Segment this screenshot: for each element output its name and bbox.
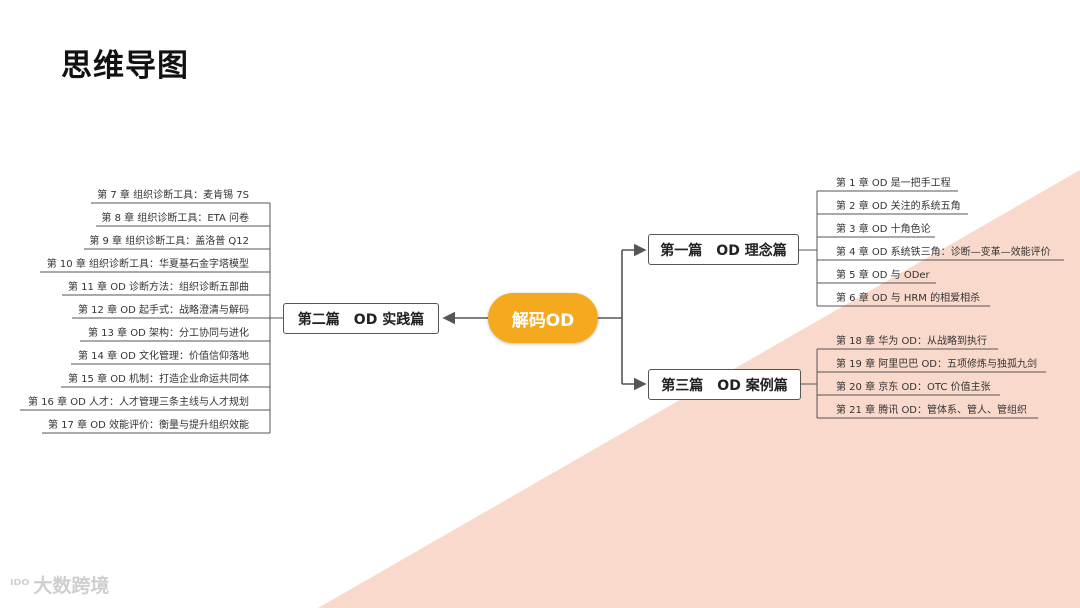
branch-part2: 第二篇 OD 实践篇	[283, 303, 439, 334]
chapter-14: 第 14 章 OD 文化管理：价值信仰落地	[77, 351, 249, 362]
chapter-2: 第 2 章 OD 关注的系统五角	[836, 201, 961, 212]
chapter-15: 第 15 章 OD 机制：打造企业命运共同体	[67, 374, 249, 385]
chapter-19: 第 19 章 阿里巴巴 OD：五项修炼与独孤九剑	[836, 359, 1038, 370]
brand-logo-text: 大数跨境	[33, 575, 110, 597]
chapter-11: 第 11 章 OD 诊断方法：组织诊断五部曲	[67, 282, 249, 293]
chapter-13: 第 13 章 OD 架构：分工协同与进化	[87, 328, 249, 339]
chapter-17: 第 17 章 OD 效能评价：衡量与提升组织效能	[47, 420, 249, 431]
chapter-9: 第 9 章 组织诊断工具：盖洛普 Q12	[89, 236, 249, 247]
center-node: 解码OD	[488, 293, 598, 343]
brand-logo: ᴵᴰᴼ 大数跨境	[10, 571, 109, 598]
branch-part3: 第三篇 OD 案例篇	[648, 369, 801, 400]
chapter-6: 第 6 章 OD 与 HRM 的相爱相杀	[836, 293, 981, 304]
chapter-12: 第 12 章 OD 起手式：战略澄清与解码	[77, 305, 249, 316]
page-title: 思维导图	[61, 48, 189, 84]
chapter-18: 第 18 章 华为 OD：从战略到执行	[836, 336, 988, 347]
chapter-3: 第 3 章 OD 十角色论	[836, 224, 931, 235]
brand-logo-icon: ᴵᴰᴼ	[10, 575, 30, 594]
chapter-16: 第 16 章 OD 人才：人才管理三条主线与人才规划	[27, 397, 249, 408]
chapter-1: 第 1 章 OD 是一把手工程	[836, 178, 951, 189]
chapter-4: 第 4 章 OD 系统铁三角：诊断—变革—效能评价	[836, 247, 1051, 258]
chapter-5: 第 5 章 OD 与 ODer	[836, 270, 930, 281]
chapter-8: 第 8 章 组织诊断工具：ETA 问卷	[101, 213, 249, 224]
chapter-10: 第 10 章 组织诊断工具：华夏基石金字塔模型	[46, 259, 249, 270]
chapter-21: 第 21 章 腾讯 OD：管体系、管人、管组织	[836, 405, 1028, 416]
branch-part1: 第一篇 OD 理念篇	[648, 234, 799, 265]
chapter-7: 第 7 章 组织诊断工具：麦肯锡 7S	[97, 190, 249, 201]
chapter-20: 第 20 章 京东 OD：OTC 价值主张	[836, 382, 991, 393]
